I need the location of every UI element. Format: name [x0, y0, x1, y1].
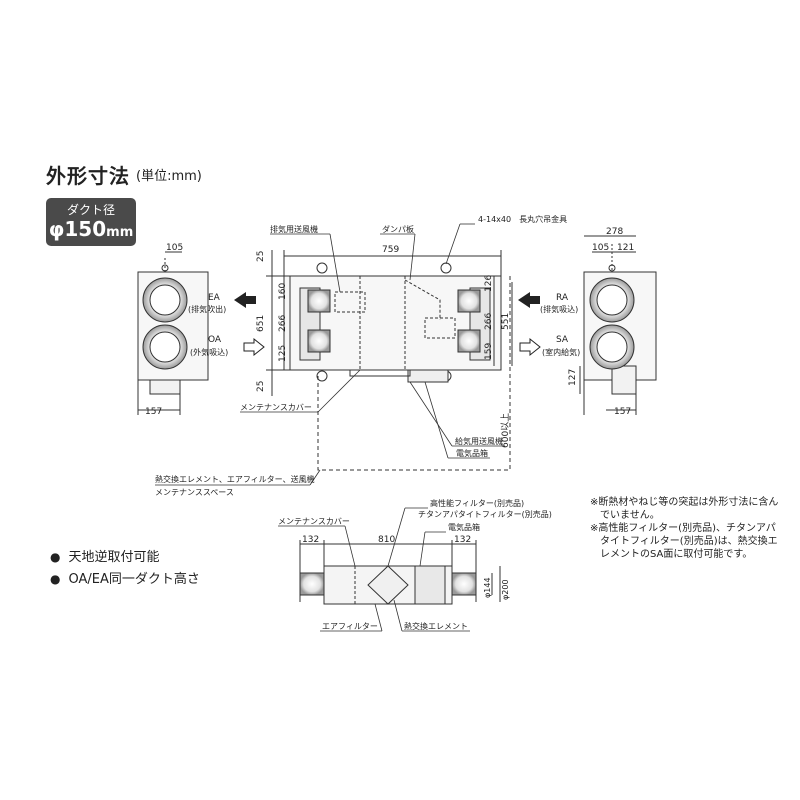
dim-clearance: 600以上	[500, 413, 511, 448]
dim-left-top: 105	[166, 243, 183, 253]
dim-right-view-bottom: 157	[614, 407, 631, 417]
side-dim-right: 132	[454, 535, 471, 545]
dim-height: 651	[256, 315, 266, 332]
page-title: 外形寸法	[46, 164, 130, 188]
note-item: ※断熱材やねじ等の突起は外形寸法に含んでいません。	[590, 497, 779, 521]
ra-arrow-icon	[518, 292, 540, 308]
top-view	[266, 250, 513, 471]
port-ra-name: (排気吸込)	[540, 304, 578, 314]
label-hanger: 4-14x40 長丸穴吊金具	[478, 214, 567, 224]
dim-top-margin: 25	[256, 251, 266, 262]
side-label-maintenance-cover: メンテナンスカバー	[278, 517, 350, 526]
side-label-filter-2: チタンアパタイトフィルター(別売品)	[418, 509, 552, 519]
port-ea-code: EA	[208, 293, 221, 303]
unit-label: (単位:mm)	[136, 169, 202, 184]
port-sa-code: SA	[556, 335, 569, 345]
dim-bottom-margin: 25	[256, 381, 266, 392]
badge-diameter: φ150	[48, 217, 107, 241]
side-dim-left: 132	[302, 535, 319, 545]
dim-right-lower: 159	[484, 343, 494, 360]
side-label-filter-1: 高性能フィルター(別売品)	[430, 498, 524, 508]
side-dim-middle: 810	[378, 535, 395, 545]
right-end-view	[579, 235, 657, 415]
badge-unit: mm	[106, 225, 134, 240]
label-maintenance-space-1: 熱交換エレメント、エアフィルター、送風機	[155, 474, 315, 484]
dim-lower-left: 125	[278, 345, 288, 362]
label-maintenance-cover: メンテナンスカバー	[240, 403, 312, 412]
side-label-electrical-box: 電気品箱	[448, 522, 480, 532]
feature-item: OA/EA同一ダクト高さ	[50, 568, 199, 587]
port-ea-name: (排気吹出)	[188, 304, 226, 314]
duct-diameter-badge: ダクト径 φ150mm	[46, 198, 136, 246]
side-view	[299, 540, 501, 605]
label-maintenance-space-2: メンテナンススペース	[155, 488, 234, 497]
dim-right-view-total: 278	[606, 227, 623, 237]
port-sa-name: (室内給気)	[542, 347, 580, 357]
oa-arrow-icon	[243, 337, 265, 357]
dim-middle-left: 266	[278, 315, 288, 332]
feature-item: 天地逆取付可能	[50, 546, 159, 565]
left-end-view	[137, 251, 209, 415]
port-oa-name: (外気吸込)	[190, 347, 228, 357]
label-supply-fan: 給気用送風機	[455, 436, 503, 446]
notes: ※断熱材やねじ等の突起は外形寸法に含んでいません。 ※高性能フィルター(別売品)…	[590, 496, 782, 561]
side-label-heat-exchanger: 熱交換エレメント	[404, 621, 468, 631]
side-label-air-filter: エアフィルター	[322, 622, 378, 631]
badge-value: φ150mm	[46, 218, 136, 244]
side-dim-inner-dia: φ144	[483, 577, 492, 598]
port-oa-code: OA	[208, 335, 222, 345]
dim-right-total: 551	[501, 313, 511, 330]
label-damper: ダンパ板	[382, 224, 414, 234]
label-electrical-box: 電気品箱	[456, 448, 488, 458]
badge-label: ダクト径	[66, 203, 115, 217]
dim-right-view-height: 127	[568, 369, 578, 386]
dim-right-top: 126	[484, 275, 494, 292]
sa-arrow-icon	[519, 337, 541, 357]
port-ra-code: RA	[556, 293, 569, 303]
dim-left-bottom: 157	[145, 407, 162, 417]
dim-upper: 160	[278, 283, 288, 300]
dim-right-view-right: 121	[617, 243, 634, 253]
dim-right-middle: 266	[484, 313, 494, 330]
ea-arrow-icon	[234, 292, 256, 308]
note-item: ※高性能フィルター(別売品)、チタンアパタイトフィルター(別売品)は、熱交換エレ…	[590, 523, 778, 560]
side-leader-lines	[278, 507, 470, 632]
label-exhaust-fan: 排気用送風機	[270, 224, 318, 234]
leader-lines	[155, 223, 505, 486]
dim-right-view-left: 105	[592, 243, 609, 253]
dim-width: 759	[382, 245, 399, 255]
side-dim-outer-dia: φ200	[501, 579, 510, 600]
